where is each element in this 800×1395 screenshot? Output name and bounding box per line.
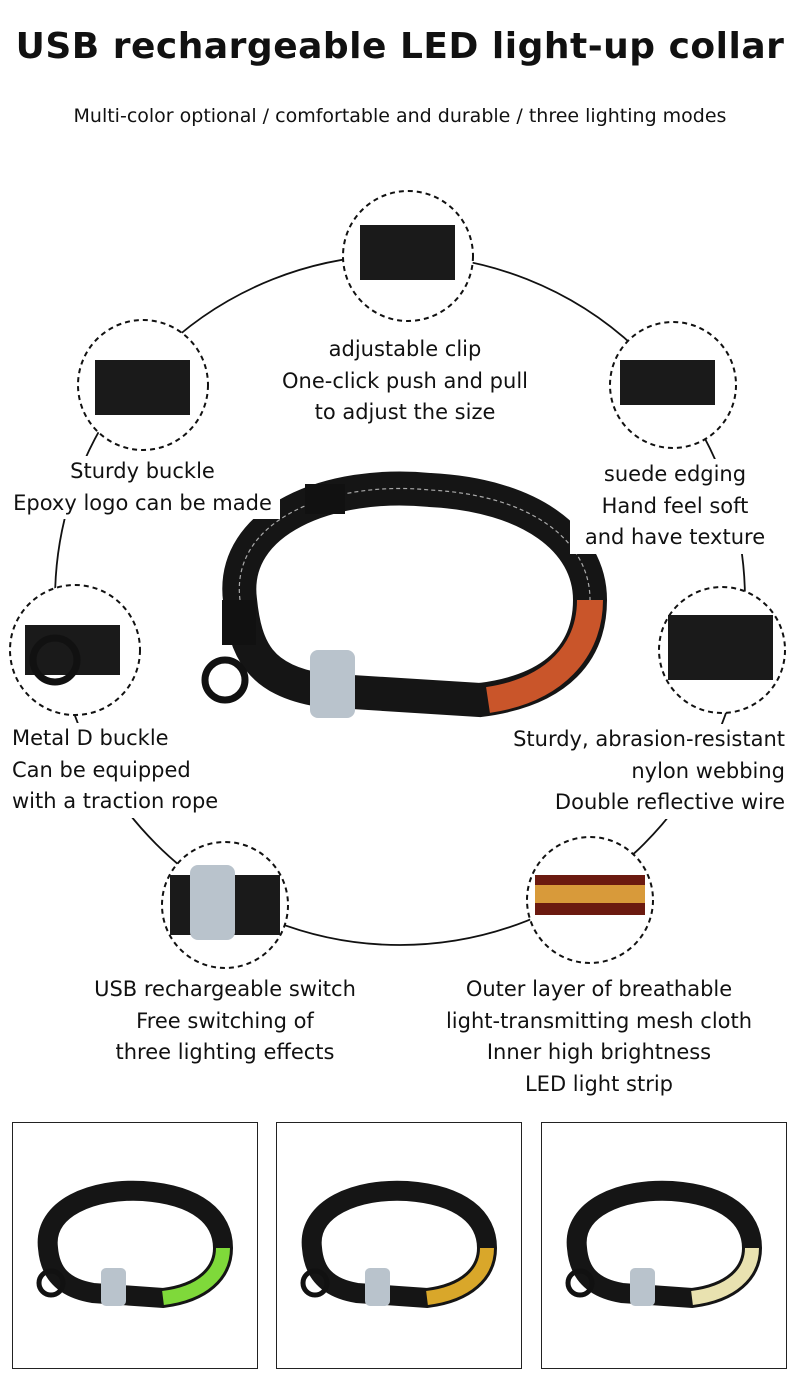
variant-collar-image (36, 1180, 234, 1309)
led-strip (690, 1247, 759, 1305)
variant-collar-image (565, 1180, 763, 1309)
page-title: USB rechargeable LED light-up collar (15, 26, 785, 67)
led-strip (425, 1247, 494, 1305)
variant-cream (541, 1122, 787, 1369)
d-ring (201, 656, 249, 704)
led-strip (161, 1247, 230, 1305)
variant-green (12, 1122, 258, 1369)
variant-gold (276, 1122, 522, 1369)
main-collar-image (201, 471, 608, 718)
usb-switch-cover (310, 650, 355, 718)
variant-collar-image (300, 1180, 498, 1309)
page-subtitle: Multi-color optional / comfortable and d… (73, 105, 727, 127)
